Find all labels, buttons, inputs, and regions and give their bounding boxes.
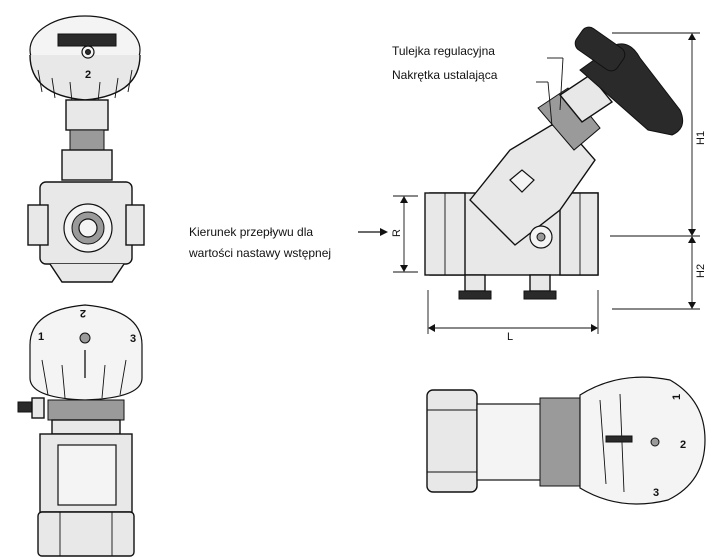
- front-scale-number: 2: [85, 69, 91, 81]
- dimension-r-label: R: [391, 229, 403, 237]
- side-scale-number-2: 2: [80, 307, 86, 319]
- dimension-lines: [358, 32, 700, 334]
- locking-nut-label: Nakrętka ustalająca: [392, 68, 498, 82]
- right-scale-number-1: 1: [671, 394, 683, 400]
- right-scale-number-2: 2: [680, 439, 686, 451]
- dimension-h1-label: H1: [695, 131, 707, 145]
- dimensioned-valve-drawing: [424, 26, 684, 300]
- horizontal-valve-drawing: [426, 376, 706, 505]
- dimension-h2-label: H2: [695, 264, 707, 278]
- adjusting-sleeve-label: Tulejka regulacyjna: [392, 44, 495, 58]
- side-view-drawing: [17, 304, 143, 557]
- side-scale-number-3: 3: [130, 333, 136, 345]
- right-scale-number-3: 3: [653, 487, 659, 499]
- dimension-l-label: L: [507, 331, 513, 343]
- flow-direction-label-line2: wartości nastawy wstępnej: [188, 246, 331, 260]
- side-scale-number-1: 1: [38, 331, 44, 343]
- front-view-drawing: [27, 15, 145, 283]
- flow-direction-label-line1: Kierunek przepływu dla: [189, 225, 313, 239]
